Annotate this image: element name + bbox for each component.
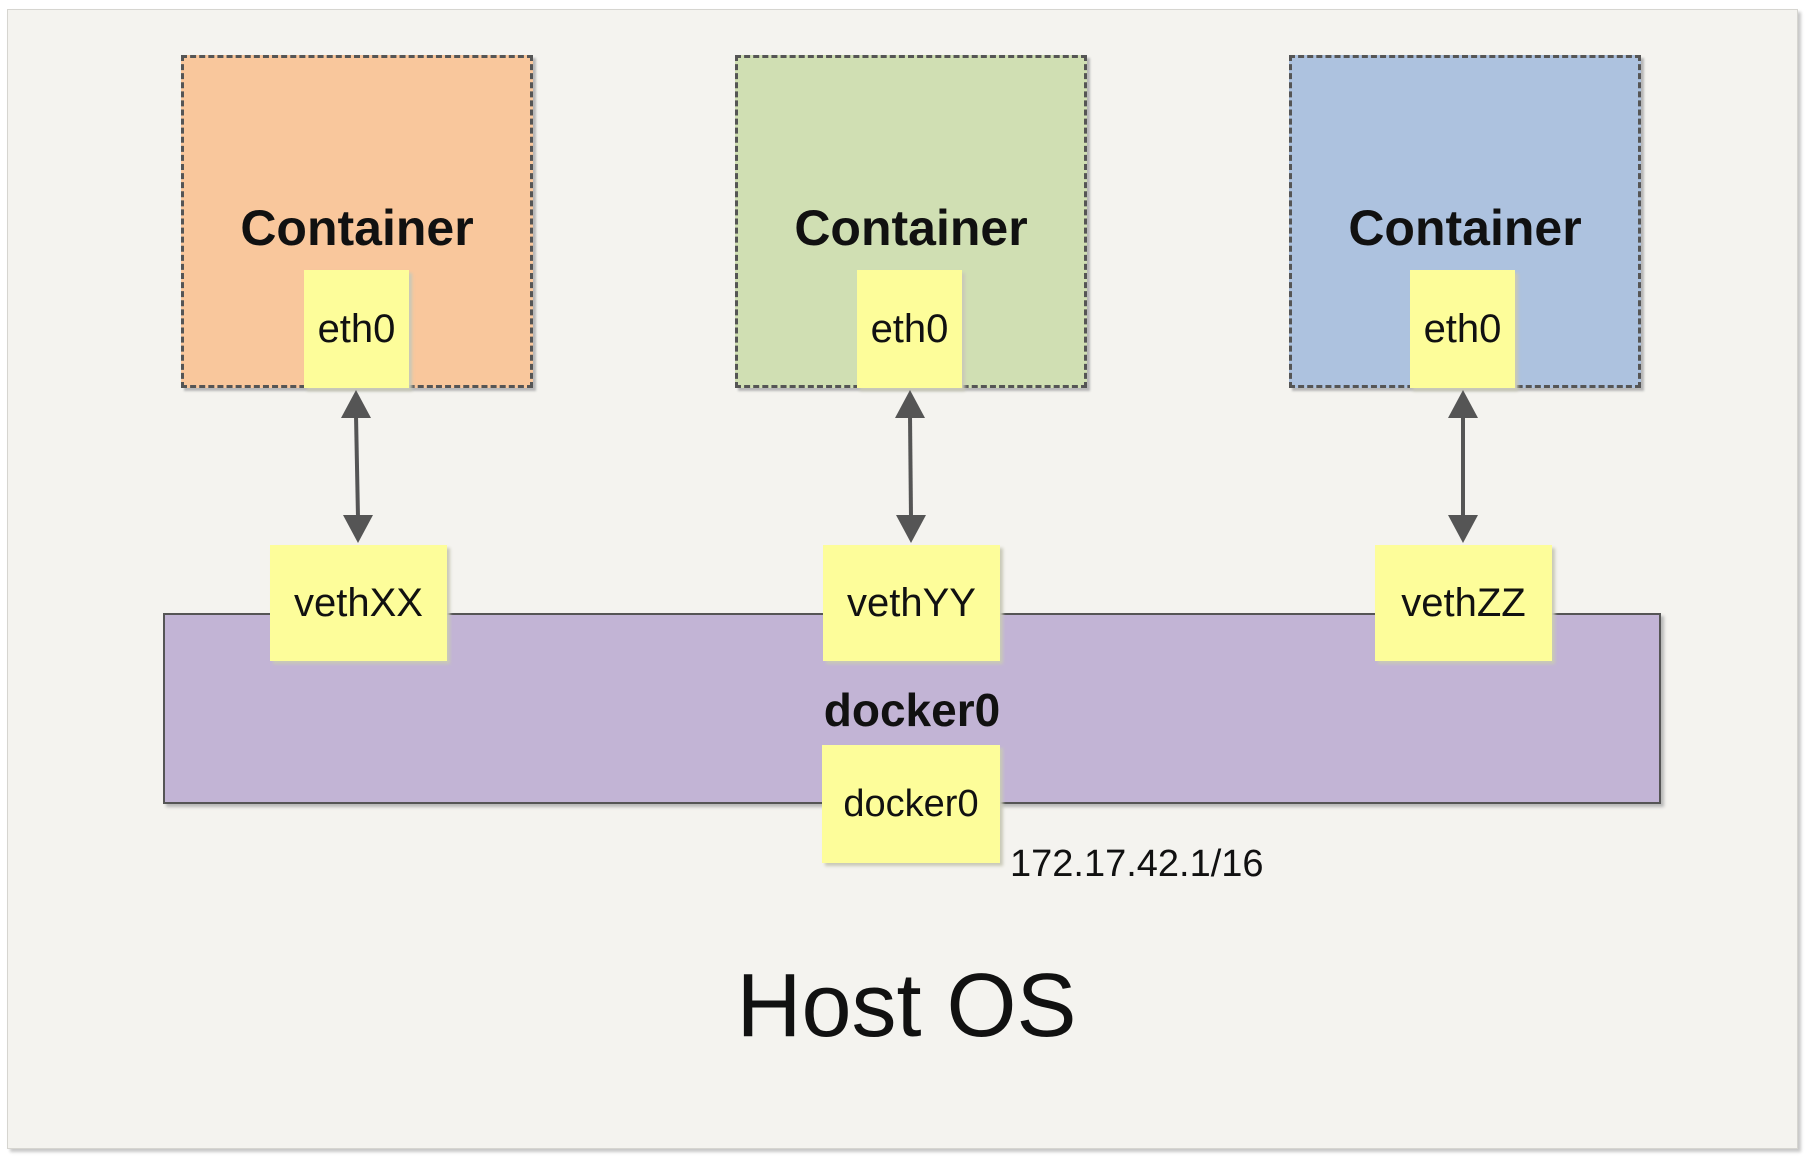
eth0-interface-2: eth0 <box>857 270 962 388</box>
veth-interface-2: vethYY <box>823 545 1000 661</box>
container-2-title: Container <box>794 200 1028 256</box>
eth0-interface-1: eth0 <box>304 270 409 388</box>
host-os-label: Host OS <box>736 956 1077 1056</box>
veth-interface-1: vethXX <box>270 545 447 661</box>
arrow-3 <box>1448 390 1478 543</box>
container-3-title: Container <box>1348 200 1582 256</box>
arrow-2 <box>895 390 926 543</box>
bridge-ip-address: 172.17.42.1/16 <box>1010 843 1264 885</box>
container-1-title: Container <box>240 200 474 256</box>
arrow-1 <box>341 390 373 543</box>
docker0-interface: docker0 <box>822 745 1000 863</box>
bridge-title: docker0 <box>823 684 1001 736</box>
eth0-interface-3: eth0 <box>1410 270 1515 388</box>
veth-interface-3: vethZZ <box>1375 545 1552 661</box>
